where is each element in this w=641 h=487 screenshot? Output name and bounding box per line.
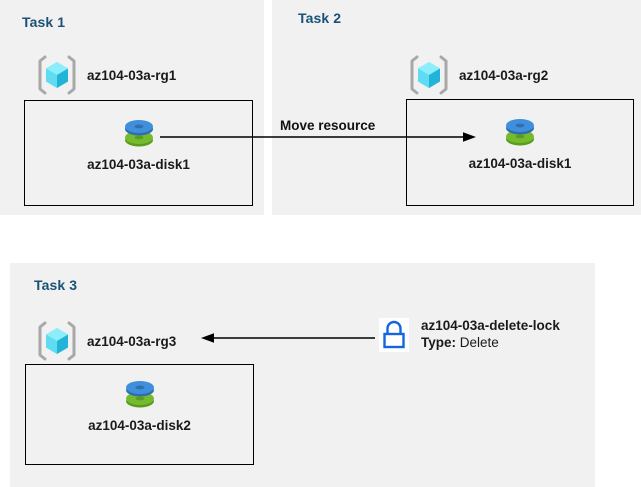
resource-group-icon — [408, 54, 450, 96]
resource-box-task-1 — [24, 100, 253, 206]
resource-group-icon — [36, 320, 78, 362]
resource-group-icon — [36, 54, 78, 96]
disk-label: az104-03a-disk1 — [87, 157, 190, 172]
lock-type-key: Type: — [421, 334, 457, 350]
managed-disk-icon — [406, 113, 634, 153]
disk-node-disk1-task2: az104-03a-disk1 — [406, 113, 634, 171]
resource-group-node-rg2: az104-03a-rg2 — [408, 54, 548, 96]
disk-label: az104-03a-disk1 — [468, 156, 572, 171]
panel-title-task-1: Task 1 — [22, 14, 66, 30]
panel-task-2 — [272, 0, 641, 215]
resource-group-label: az104-03a-rg3 — [87, 333, 177, 349]
resource-box-task-2 — [406, 99, 634, 206]
lock-type-row: Type: Delete — [421, 335, 560, 352]
managed-disk-icon — [25, 375, 254, 415]
disk-label: az104-03a-disk2 — [88, 418, 191, 433]
resource-group-label: az104-03a-rg2 — [459, 67, 549, 83]
resource-box-task-3 — [25, 364, 254, 465]
lock-applies-to-arrow — [201, 333, 375, 343]
resource-group-node-rg1: az104-03a-rg1 — [36, 54, 176, 96]
disk-node-disk1-task1: az104-03a-disk1 — [24, 114, 253, 172]
move-resource-label: Move resource — [280, 118, 376, 133]
move-resource-arrow — [160, 132, 476, 142]
delete-lock-node: az104-03a-delete-lock Type: Delete — [379, 318, 560, 352]
panel-task-3 — [10, 263, 595, 487]
panel-title-task-3: Task 3 — [34, 277, 78, 293]
managed-disk-icon — [24, 114, 253, 154]
lock-type-value: Delete — [459, 334, 499, 350]
disk-node-disk2-task3: az104-03a-disk2 — [25, 375, 254, 433]
lock-name: az104-03a-delete-lock — [421, 318, 560, 333]
resource-group-label: az104-03a-rg1 — [87, 67, 177, 83]
panel-task-1 — [0, 0, 264, 215]
lock-icon — [379, 318, 409, 352]
resource-group-node-rg3: az104-03a-rg3 — [36, 320, 176, 362]
panel-title-task-2: Task 2 — [298, 10, 342, 26]
lock-text-block: az104-03a-delete-lock Type: Delete — [421, 318, 560, 352]
